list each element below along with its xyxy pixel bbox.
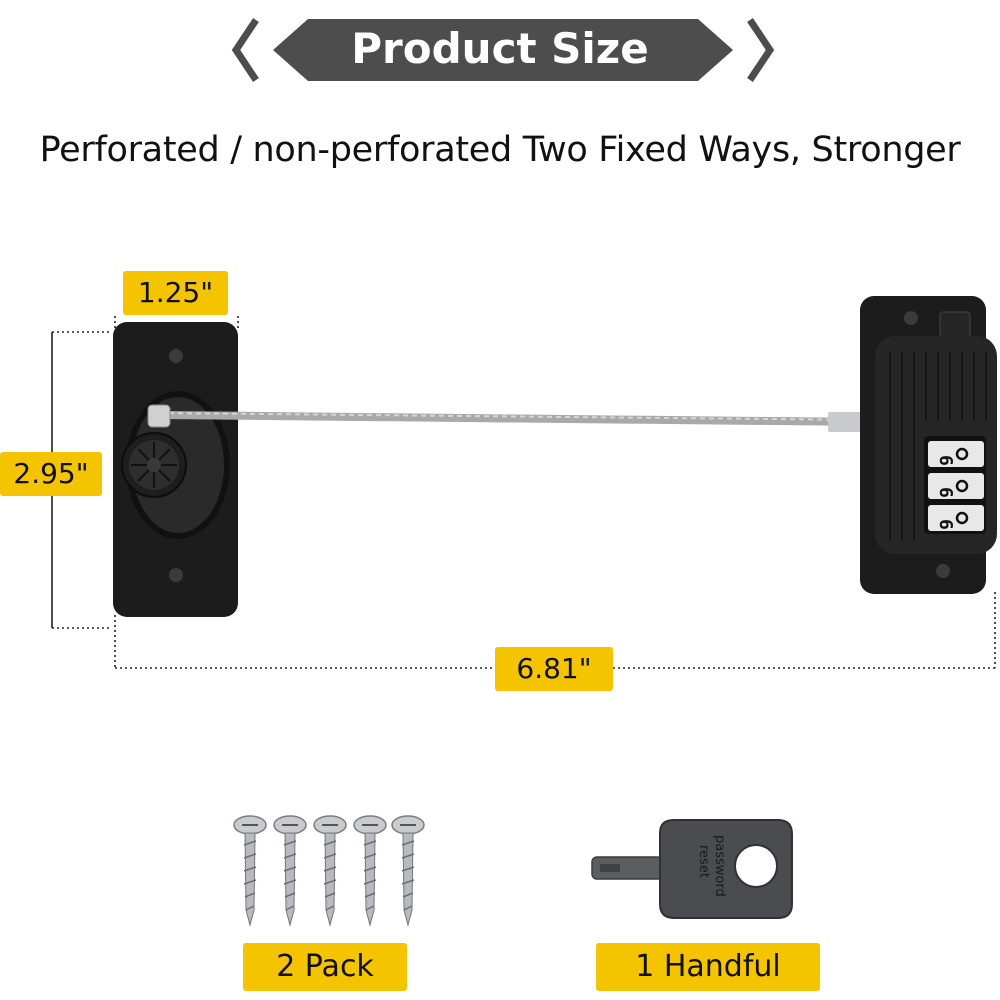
rotary-knob-icon <box>121 432 187 498</box>
screw-icon <box>313 815 347 927</box>
chevron-left-icon <box>231 18 259 82</box>
banner-background <box>273 19 733 81</box>
steel-cable <box>147 404 876 432</box>
key-text: reset <box>696 845 711 878</box>
banner-title: Product Size <box>351 24 649 73</box>
banner-shape <box>231 18 775 82</box>
key-quantity-label: 1 Handful <box>596 943 820 991</box>
dimension-guides <box>51 316 996 669</box>
dial-digit: 6 <box>935 519 956 530</box>
screw-icon <box>233 815 267 927</box>
screw-set <box>233 815 425 927</box>
width-dimension-label: 1.25" <box>123 271 228 315</box>
screws-quantity-label: 2 Pack <box>243 943 407 991</box>
screw-icon <box>273 815 307 927</box>
dial-digit: 6 <box>935 455 956 466</box>
height-dimension-label: 2.95" <box>0 452 102 496</box>
title-banner <box>228 14 778 86</box>
screw-icon <box>353 815 387 927</box>
dial-digit: 6 <box>935 487 956 498</box>
chevron-right-icon <box>747 18 775 82</box>
length-dimension-label: 6.81" <box>495 647 613 691</box>
reset-key-icon: reset password <box>591 819 793 919</box>
screw-icon <box>391 815 425 927</box>
combination-dials: 6 6 6 <box>928 441 984 531</box>
key-text: password <box>712 835 727 897</box>
subtitle: Perforated / non-perforated Two Fixed Wa… <box>39 130 961 170</box>
